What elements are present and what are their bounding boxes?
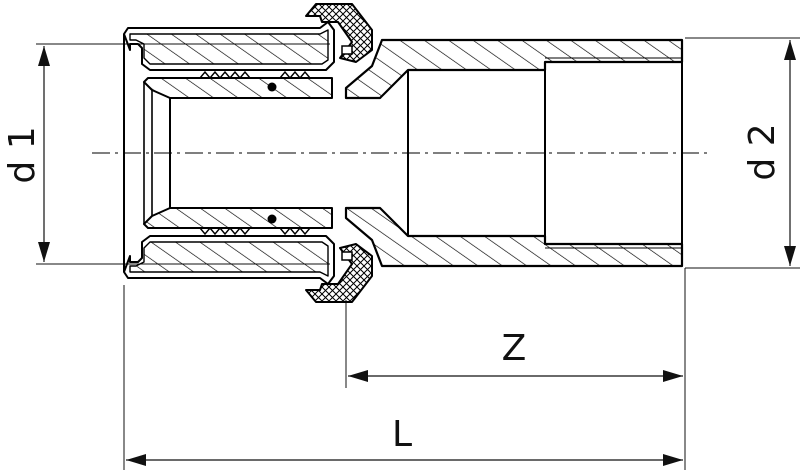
- d2-label: d 2: [742, 123, 783, 180]
- press-sleeve: [123, 21, 335, 285]
- z-label: Z: [502, 328, 527, 369]
- dimension-d1: d 1: [2, 46, 50, 262]
- socket-body: [344, 38, 684, 268]
- o-ring-top: [267, 82, 277, 92]
- plastic-ring-top: [305, 3, 373, 63]
- l-label: L: [392, 414, 412, 455]
- d1-label: d 1: [2, 126, 43, 183]
- support-sleeve: [143, 70, 333, 236]
- dimension-l: L: [126, 414, 683, 466]
- dimension-d2: d 2: [742, 40, 796, 266]
- dimension-z: Z: [348, 328, 683, 382]
- plastic-ring-bottom: [305, 243, 373, 303]
- o-ring-bottom: [267, 214, 277, 224]
